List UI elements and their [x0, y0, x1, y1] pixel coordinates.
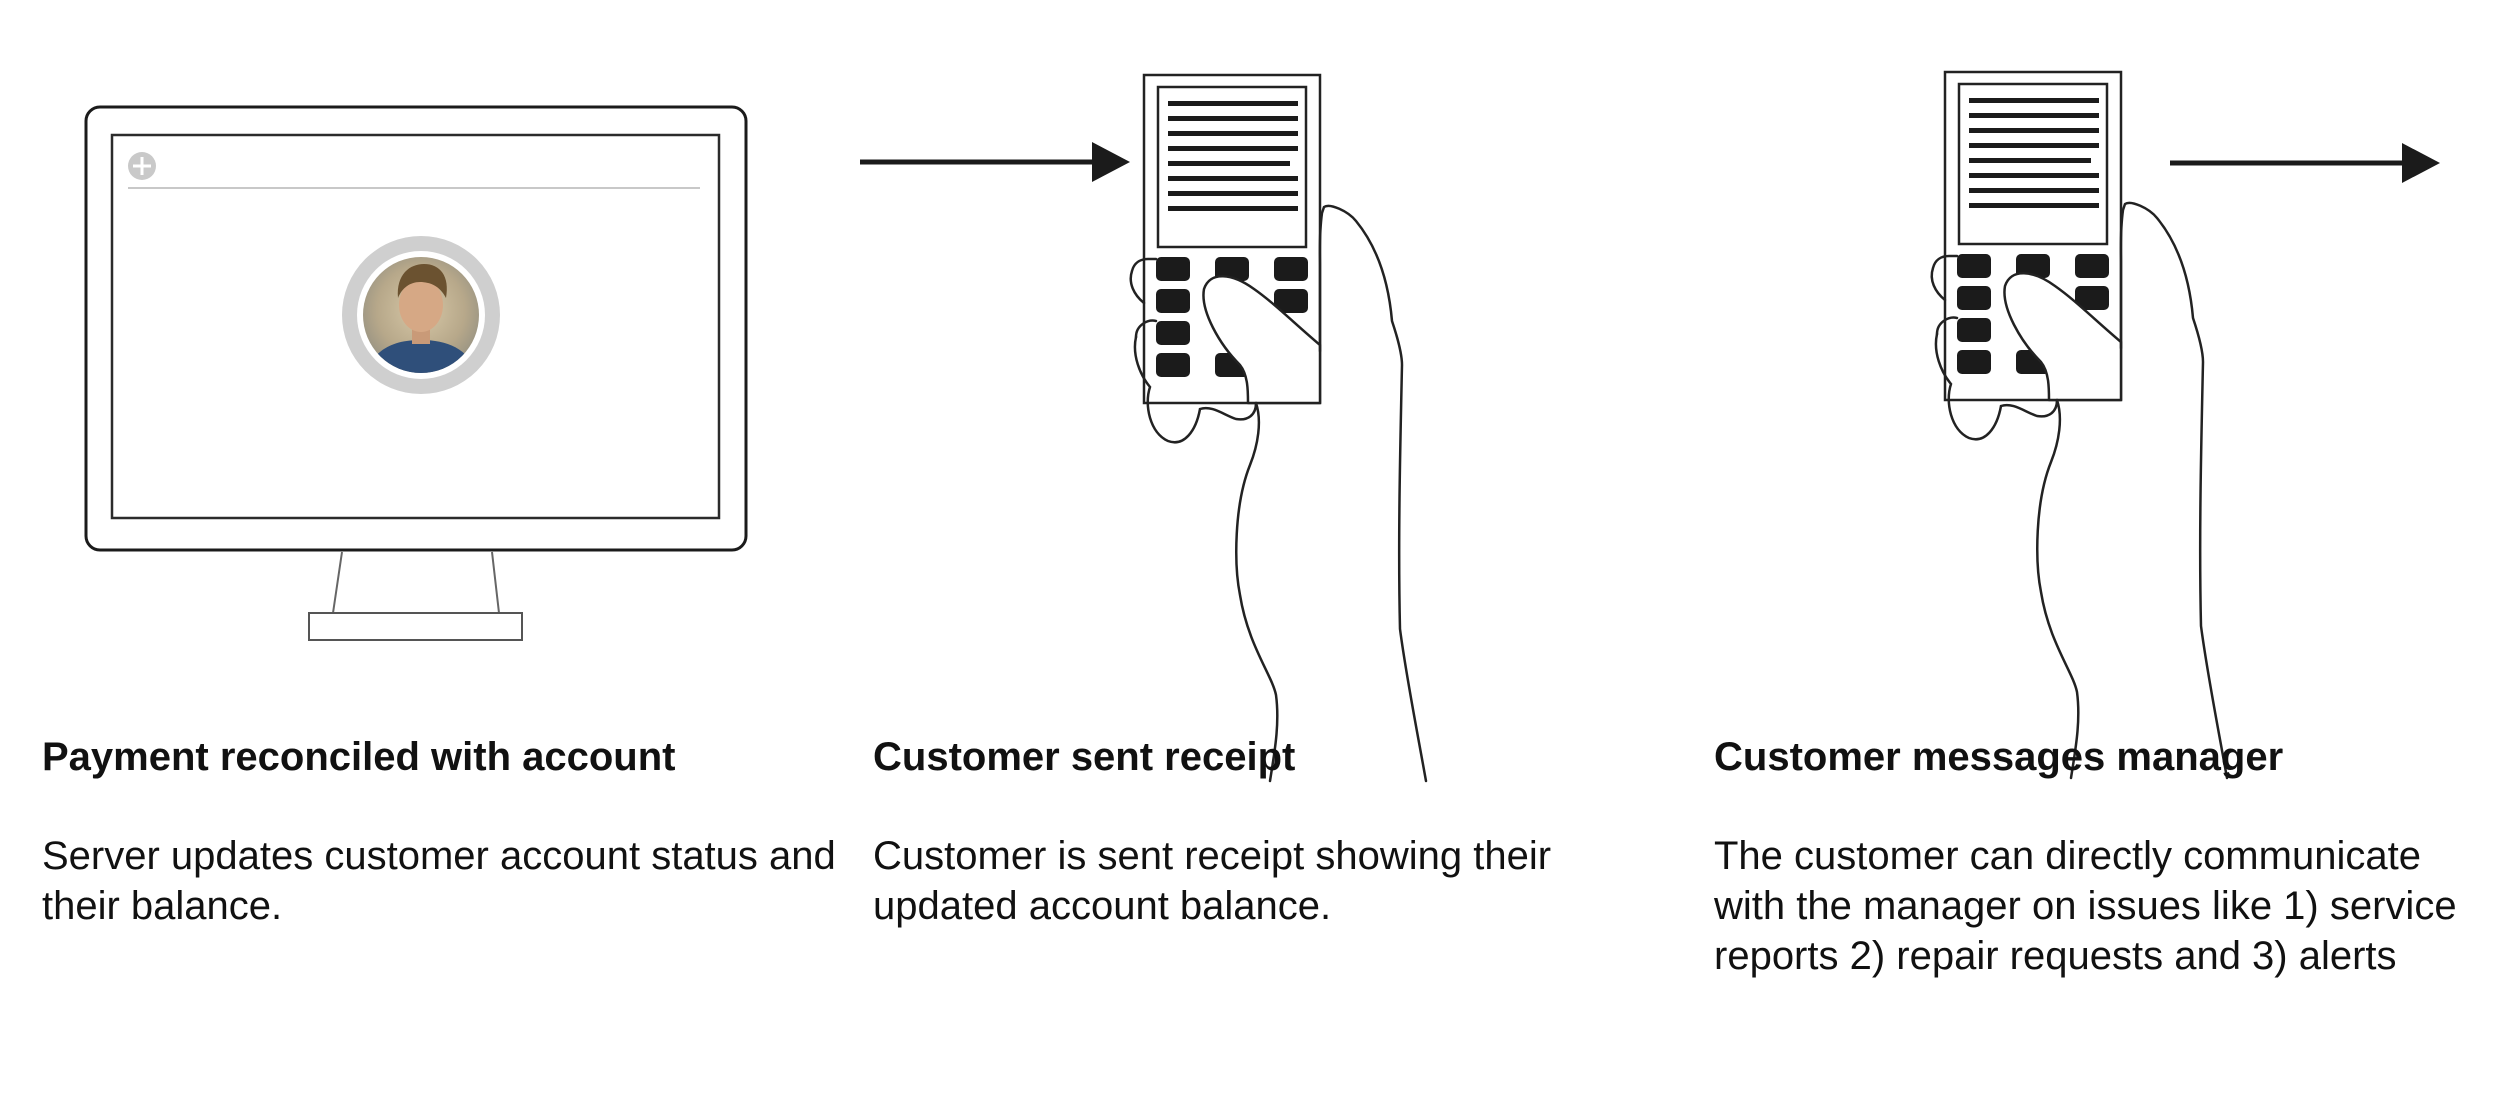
step-description: Customer is sent receipt showing their u… [873, 834, 1552, 928]
step-title: Customer sent receipt [873, 735, 1296, 779]
hand-holding-phone-icon [1129, 73, 1428, 783]
hand-holding-phone-icon [1930, 70, 2229, 780]
step-payment-reconciled: Payment reconciled with account Server u… [42, 733, 842, 931]
customer-avatar [342, 236, 500, 394]
step-title: Customer messages manager [1714, 735, 2284, 779]
step-description: Server updates customer account status a… [42, 834, 836, 928]
step-customer-messages-manager: Customer messages manager The customer c… [1714, 733, 2494, 981]
step-customer-sent-receipt: Customer sent receipt Customer is sent r… [873, 733, 1673, 931]
step-description: The customer can directly communicate wi… [1714, 834, 2457, 978]
arrow-right-icon [2170, 143, 2440, 183]
plus-circle-icon[interactable] [128, 152, 156, 180]
arrow-right-icon [860, 142, 1130, 182]
step-title: Payment reconciled with account [42, 735, 676, 779]
